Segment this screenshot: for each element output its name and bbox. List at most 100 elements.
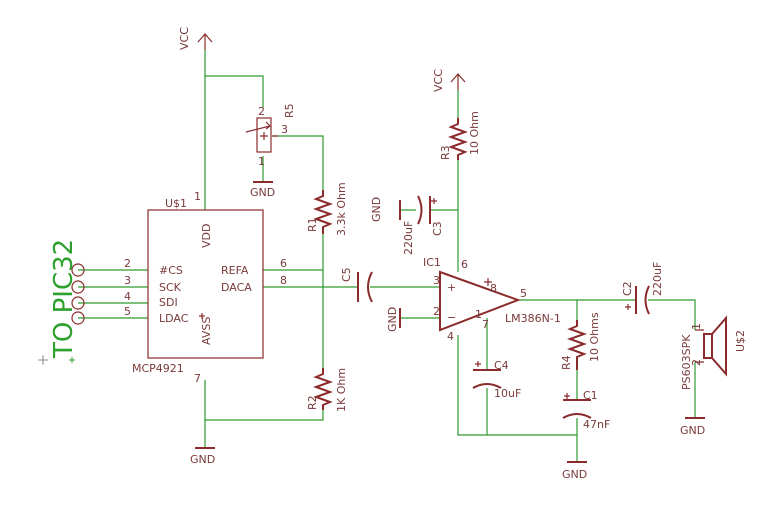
- spk-name: U$2: [734, 330, 747, 352]
- u1-pin-cs-label: #CS: [159, 264, 183, 277]
- resistor-r3-icon: [448, 118, 468, 160]
- c5-name: C5: [340, 267, 353, 282]
- wire-c2-spk: [648, 299, 696, 330]
- c2-value: 220uF: [651, 262, 664, 296]
- capacitor-c4-plate: [472, 383, 502, 389]
- pin-connector-icon: [71, 311, 85, 325]
- r4-value: 10 Ohms: [588, 312, 601, 362]
- u1-daca-label: DACA: [221, 281, 252, 294]
- r2-value: 1K Ohm: [335, 368, 348, 412]
- origin-cross-icon: [260, 132, 268, 140]
- ic1-pin: 3: [433, 274, 440, 287]
- u1-pin-num: 4: [124, 290, 131, 303]
- ic1-pin: 4: [447, 330, 454, 343]
- gnd-ic1-label: GND: [386, 307, 399, 332]
- polarity-plus-icon: [625, 304, 631, 310]
- ic1-opamp-body: [439, 270, 521, 332]
- u1-pin-num: 2: [124, 257, 131, 270]
- ic1-pin: 8: [490, 282, 497, 295]
- wires: [78, 50, 696, 462]
- spk-pin: 1: [690, 323, 703, 330]
- wire-vcc-r5: [205, 75, 264, 108]
- speaker-cone-icon: [711, 315, 727, 377]
- speaker-leads: [695, 329, 704, 363]
- u1-avss-label: AVSS: [200, 317, 213, 345]
- origin-cross-icon: [69, 357, 75, 363]
- u1-vdd-label: VDD: [200, 224, 213, 248]
- polarity-plus-icon: [475, 361, 481, 367]
- wire-r2-gnd: [204, 380, 324, 421]
- pin-connector-icon: [71, 280, 85, 294]
- gnd-c3-label: GND: [370, 197, 383, 222]
- wire-r5-r1: [272, 135, 324, 190]
- spk-pin: 2: [690, 359, 703, 366]
- capacitor-c5-plate: [367, 271, 373, 303]
- gnd-u1-label: GND: [190, 453, 215, 466]
- r5-pin: 3: [281, 123, 288, 136]
- u1-pin-num: 5: [124, 305, 131, 318]
- r5-body: [256, 117, 272, 153]
- u1-pin-num: 7: [194, 372, 201, 385]
- ic1-pin: 2: [433, 305, 440, 318]
- capacitor-c3-plate: [417, 195, 423, 225]
- resistor-r2-icon: [313, 368, 333, 410]
- u1-pin-ldac-label: LDAC: [159, 312, 189, 325]
- u1-body: [147, 209, 264, 359]
- origin-cross-icon: [484, 278, 492, 286]
- pin-connector-icon: [71, 263, 85, 277]
- c3-name: C3: [431, 221, 444, 236]
- u1-pin-num: 6: [280, 257, 287, 270]
- to-pic32-label: TO PIC32: [49, 239, 79, 359]
- vcc-amp-label: VCC: [432, 69, 445, 92]
- vcc-top-label: VCC: [178, 27, 191, 50]
- ic1-part: LM386N-1: [505, 312, 561, 325]
- potentiometer-arrow-icon: [245, 121, 271, 133]
- r1-value: 3.3k Ohm: [335, 182, 348, 236]
- r5-name: R5: [283, 103, 296, 118]
- gnd-c1-label: GND: [562, 468, 587, 481]
- u1-pin-sck-label: SCK: [159, 281, 182, 294]
- resistor-r4-icon: [567, 320, 587, 370]
- resistor-r1-icon: [313, 190, 333, 234]
- gnd-r5-label: GND: [250, 186, 275, 199]
- r3-name: R3: [439, 145, 452, 160]
- ic1-pin: 1: [475, 308, 482, 321]
- ic1-name: IC1: [423, 256, 441, 269]
- u1-pin-num: 3: [124, 274, 131, 287]
- c4-name: C4: [494, 359, 509, 372]
- gnd-spk-label: GND: [680, 424, 705, 437]
- r5-pin: 2: [258, 105, 265, 118]
- vcc-arrow-icon: [450, 73, 466, 90]
- c1-value: 47nF: [583, 418, 610, 431]
- origin-cross-icon: [38, 355, 48, 365]
- spk-part: PS603SPK: [680, 334, 693, 390]
- u1-name: U$1: [165, 197, 187, 210]
- r3-value: 10 Ohm: [468, 111, 481, 155]
- capacitor-c2-plate: [644, 285, 650, 315]
- capacitor-c1-plate: [562, 413, 592, 419]
- c4-value: 10uF: [494, 387, 521, 400]
- origin-cross-icon: [199, 313, 205, 319]
- r2-name: R2: [306, 395, 319, 410]
- pin-connector-icon: [71, 296, 85, 310]
- r5-pin: 1: [258, 155, 265, 168]
- r4-name: R4: [560, 355, 573, 370]
- c1-name: C1: [583, 389, 598, 402]
- ic1-plus-label: +: [447, 281, 456, 294]
- u1-pin-sdi-label: SDI: [159, 296, 178, 309]
- u1-pin-num: 8: [280, 274, 287, 287]
- vcc-arrow-icon: [197, 33, 213, 50]
- ic1-minus-label: −: [447, 311, 456, 324]
- polarity-plus-icon: [564, 393, 570, 399]
- u1-part: MCP4921: [132, 362, 184, 375]
- ic1-pin: 5: [520, 287, 527, 300]
- u1-refa-label: REFA: [221, 264, 249, 277]
- ic1-pin: 7: [482, 318, 489, 331]
- c3-value: 220uF: [402, 221, 415, 255]
- ic1-pin: 6: [461, 258, 468, 271]
- wire-ic1-bottom: [457, 335, 577, 436]
- speaker-icon: [703, 333, 713, 359]
- r1-name: R1: [306, 217, 319, 232]
